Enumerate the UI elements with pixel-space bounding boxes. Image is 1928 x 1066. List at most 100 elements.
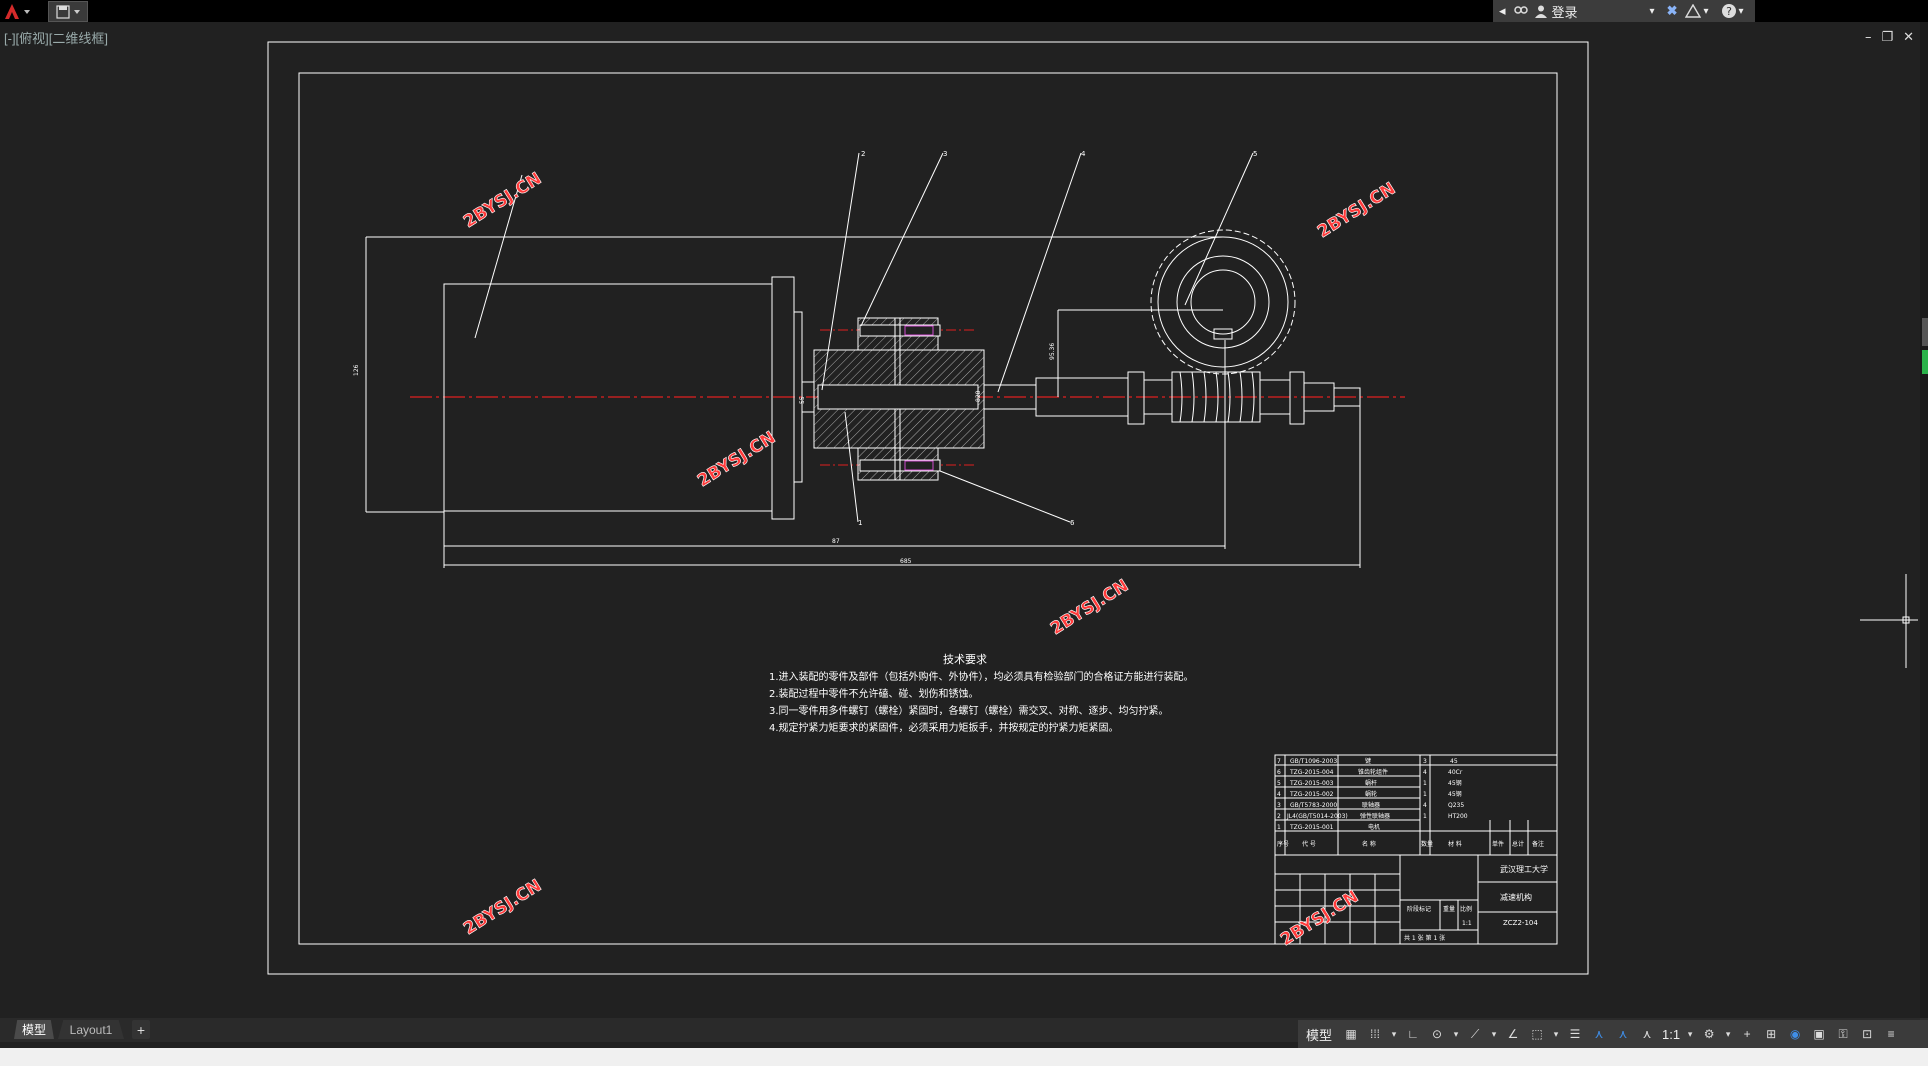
bom-cell: 1 [1423,780,1427,787]
otrack-icon[interactable]: ∠ [1507,1027,1519,1041]
part-label: 4 [1081,150,1086,158]
title-bar: ◂ 登录 ▾ ✖ ▾ ? ▾ [0,0,1928,22]
bom-header-cell: 序号 [1277,840,1289,848]
tech-line: 1.进入装配的零件及部件（包括外购件、外协件），均必须具有检验部门的合格证方能进… [769,670,1194,683]
bom-cell: 7 [1277,758,1281,765]
sheet-outer-border [267,41,1589,975]
bom-header-cell: 材 料 [1448,840,1462,848]
add-layout-button[interactable]: + [132,1020,150,1039]
fullscreen-icon[interactable]: ⊡ [1862,1027,1873,1041]
bom-cell: 4 [1423,769,1427,776]
units-icon[interactable]: ⊞ [1766,1027,1777,1041]
navigation-bar-indicator[interactable] [1922,350,1928,374]
login-dropdown-icon[interactable]: ▾ [1649,5,1655,17]
watermark-text: 2BYSJ.CN [1314,179,1399,243]
workspace-dropdown-icon[interactable]: ▾ [1725,1028,1731,1039]
login-button[interactable]: 登录 [1551,4,1578,20]
bom-cell: HT200 [1448,813,1468,820]
scroll-left-icon[interactable]: ◂ [1499,3,1506,18]
drawing-canvas[interactable]: 2 3 4 5 6 1 126 55 87 685 95.36 828 技术要求… [0,22,1918,1018]
command-line-strip[interactable] [0,1048,1928,1066]
bom-text: 7 GB/T1096-2003 键 3 45 6 TZG-2015-004 锥齿… [1277,757,1548,942]
customize-icon[interactable]: ≡ [1887,1027,1895,1041]
vertical-scrollbar[interactable] [1920,22,1928,1048]
osnap-dropdown-icon[interactable]: ▾ [1491,1028,1497,1039]
bom-cell: 45 [1450,758,1458,765]
quick-access-toolbar[interactable] [48,1,88,22]
bearing-left [1127,371,1145,425]
hardware-icon[interactable]: ▣ [1813,1027,1825,1041]
dimension-texts: 126 55 87 685 95.36 828 [353,343,1056,565]
title-block-scale-label: 比例 [1460,905,1472,913]
viewport-controls-label[interactable]: [-][俯视][二维线框] [4,31,109,46]
chevron-down-icon [73,9,80,14]
bom-cell: 联轴器 [1362,801,1380,809]
motor-flange [771,276,795,520]
dimension-text: 55 [799,396,806,404]
bom-cell: GB/T1096-2003 [1290,758,1337,765]
clean-screen-icon[interactable]: ⚿ [1838,1026,1848,1041]
scale-dropdown-icon[interactable]: ▾ [1687,1028,1693,1039]
bom-cell: 1 [1423,791,1427,798]
watermark-text: 2BYSJ.CN [694,428,779,492]
dimension-text: 126 [353,364,360,376]
save-dropdown-icon [55,4,70,19]
annotation-scale-value[interactable]: 1:1 [1662,1026,1681,1042]
isolate-icon[interactable]: ◉ [1789,1027,1801,1041]
coupling [813,317,985,481]
app-menu-button[interactable] [2,1,32,21]
bom-cell: 锥齿轮组件 [1358,768,1388,776]
tab-layout1[interactable]: Layout1 [58,1020,124,1039]
restore-icon[interactable]: ❐ [1881,30,1894,45]
dimension-text: 95.36 [1049,343,1056,360]
autocad-logo-icon [5,4,30,19]
tab-model[interactable]: 模型 [14,1020,54,1039]
help-dropdown-icon[interactable]: ▾ [1738,5,1744,17]
title-block-scale: 1:1 [1462,920,1472,927]
watermark-text: 2BYSJ.CN [1047,576,1132,640]
model-space-button[interactable]: 模型 [1306,1027,1333,1043]
worm-shaft-tip [1333,387,1361,407]
tech-line: 2.装配过程中零件不允许磕、碰、划伤和锈蚀。 [769,687,979,700]
annotation-scale-icon[interactable]: ⋏ [1642,1027,1652,1041]
part-label: 5 [1253,150,1257,158]
search-icon[interactable] [1513,4,1528,18]
plus-icon[interactable]: + [1743,1027,1751,1041]
osnap-icon[interactable]: ⟋ [1470,1026,1480,1041]
workspace-icon[interactable]: ⚙ [1703,1027,1715,1041]
snap-icon[interactable]: ⁞⁞⁞ [1370,1027,1381,1041]
selection-cycling-icon[interactable]: ⬚ [1531,1027,1543,1041]
title-block-drawing-name: 减速机构 [1500,892,1532,902]
part-label: 2 [861,150,865,158]
status-bar: 模型 ▦ ⁞⁞⁞ ▾ ∟ ⊙ ▾ ⟋ ▾ ∠ ⬚ ▾ ☰ ⋏ ⋏ ⋏ 1:1 ▾… [1298,1020,1928,1048]
bom-cell: TZG-2015-004 [1289,769,1334,776]
autodesk-a360-icon[interactable] [1685,4,1702,18]
snap-dropdown-icon[interactable]: ▾ [1391,1028,1397,1039]
bom-cell: 3 [1423,758,1427,765]
help-icon[interactable]: ? [1721,3,1737,19]
scrollbar-thumb[interactable] [1922,318,1928,346]
tech-line: 3.同一零件用多件螺钉（螺栓）紧固时，各螺钉（螺栓）需交叉、对称、逐步、均匀拧紧… [769,704,1169,717]
bom-cell: 1 [1277,824,1281,831]
grid-icon[interactable]: ▦ [1345,1027,1357,1041]
minimize-icon[interactable]: – [1864,30,1872,45]
technical-requirements: 技术要求 1.进入装配的零件及部件（包括外购件、外协件），均必须具有检验部门的合… [769,653,1194,734]
bom-cell: 1 [1423,813,1427,820]
ortho-icon[interactable]: ∟ [1407,1027,1419,1041]
annotation-visibility-icon[interactable]: ⋏ [1594,1027,1604,1041]
selection-dropdown-icon[interactable]: ▾ [1553,1028,1559,1039]
polar-dropdown-icon[interactable]: ▾ [1453,1028,1459,1039]
drawing-window-controls: – ❐ ✕ [1865,30,1914,45]
lineweight-icon[interactable]: ☰ [1569,1027,1581,1041]
watermark-text: 2BYSJ.CN [460,169,545,233]
auto-scale-icon[interactable]: ⋏ [1618,1027,1628,1041]
bom-header-cell: 数量 [1421,840,1433,848]
bom-cell: 5 [1277,780,1281,787]
bom-cell: 蜗轮 [1365,790,1377,798]
close-icon[interactable]: ✕ [1903,30,1914,45]
exchange-icon[interactable]: ✖ [1666,3,1678,18]
a360-dropdown-icon[interactable]: ▾ [1703,5,1709,17]
watermark-text: 2BYSJ.CN [1277,887,1362,951]
user-icon[interactable] [1534,4,1548,18]
polar-icon[interactable]: ⊙ [1431,1027,1443,1041]
